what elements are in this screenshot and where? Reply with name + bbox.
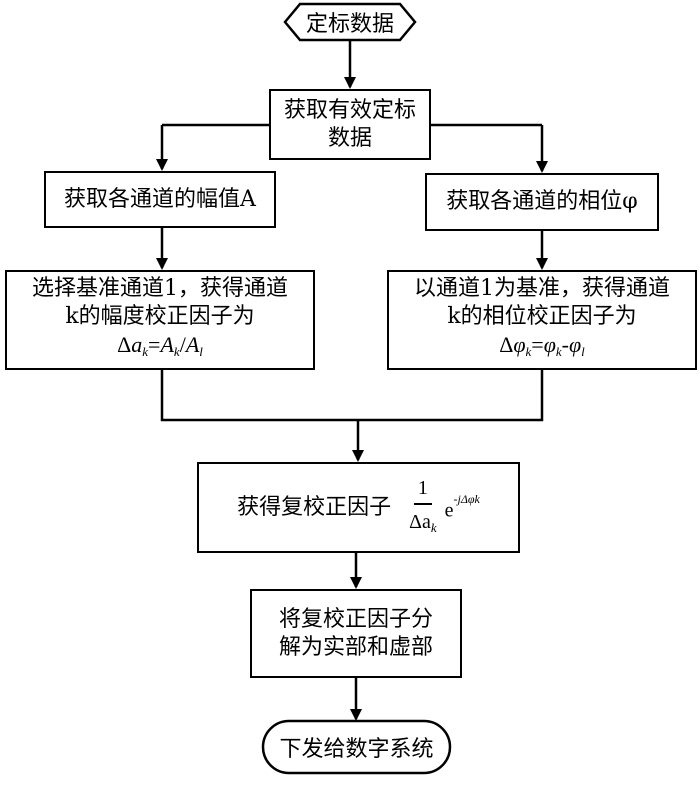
complex-factor-exponential: e-jΔφk <box>445 491 480 525</box>
amplitude-correction-formula: Δak=Ak/Al <box>117 331 203 359</box>
start-label: 定标数据 <box>305 12 394 37</box>
connector-merge <box>160 370 544 422</box>
end-terminal: 下发给数字系统 <box>263 721 450 773</box>
phase-box: 获取各通道的相位φ <box>425 173 659 231</box>
decompose-line-2: 解为实部和虚部 <box>278 634 433 660</box>
phase-correction-line-2: k的相位校正因子为 <box>447 303 637 329</box>
effective-data-box: 获取有效定标 数据 <box>269 89 431 160</box>
fraction-numerator: 1 <box>413 477 432 505</box>
decompose-box: 将复校正因子分 解为实部和虚部 <box>250 589 462 678</box>
amplitude-correction-box: 选择基准通道1，获得通道 k的幅度校正因子为 Δak=Ak/Al <box>5 270 315 370</box>
exp-base: e <box>444 499 454 522</box>
phase-correction-box: 以通道1为基准，获得通道 k的相位校正因子为 Δφk=φk-φl <box>387 270 697 370</box>
end-terminal-shape <box>261 719 452 775</box>
end-label: 下发给数字系统 <box>279 737 434 762</box>
complex-factor-fraction: 1 Δak <box>409 477 437 539</box>
amplitude-label: 获取各通道的幅值A <box>64 186 256 212</box>
start-terminal-shape <box>283 2 417 42</box>
denominator-symbol: Δa <box>409 510 431 533</box>
exp-power: -jΔφk <box>453 491 480 506</box>
effective-data-line-1: 获取有效定标 <box>283 97 416 123</box>
complex-factor-box: 获得复校正因子 1 Δak e-jΔφk <box>197 462 520 553</box>
phase-label: 获取各通道的相位φ <box>446 189 638 214</box>
fraction-denominator: Δak <box>409 505 437 539</box>
decompose-line-1: 将复校正因子分 <box>278 606 433 632</box>
effective-data-line-2: 数据 <box>327 125 372 151</box>
start-terminal: 定标数据 <box>285 4 415 40</box>
amplitude-correction-line-2: k的幅度校正因子为 <box>65 303 255 329</box>
complex-factor-label: 获得复校正因子 <box>237 494 392 520</box>
phase-correction-formula: Δφk=φk-φl <box>499 331 585 359</box>
amplitude-box: 获取各通道的幅值A <box>44 171 276 228</box>
phase-correction-line-1: 以通道1为基准，获得通道 <box>414 275 670 301</box>
denominator-subscript: k <box>430 519 437 535</box>
amplitude-correction-line-1: 选择基准通道1，获得通道 <box>32 275 288 301</box>
